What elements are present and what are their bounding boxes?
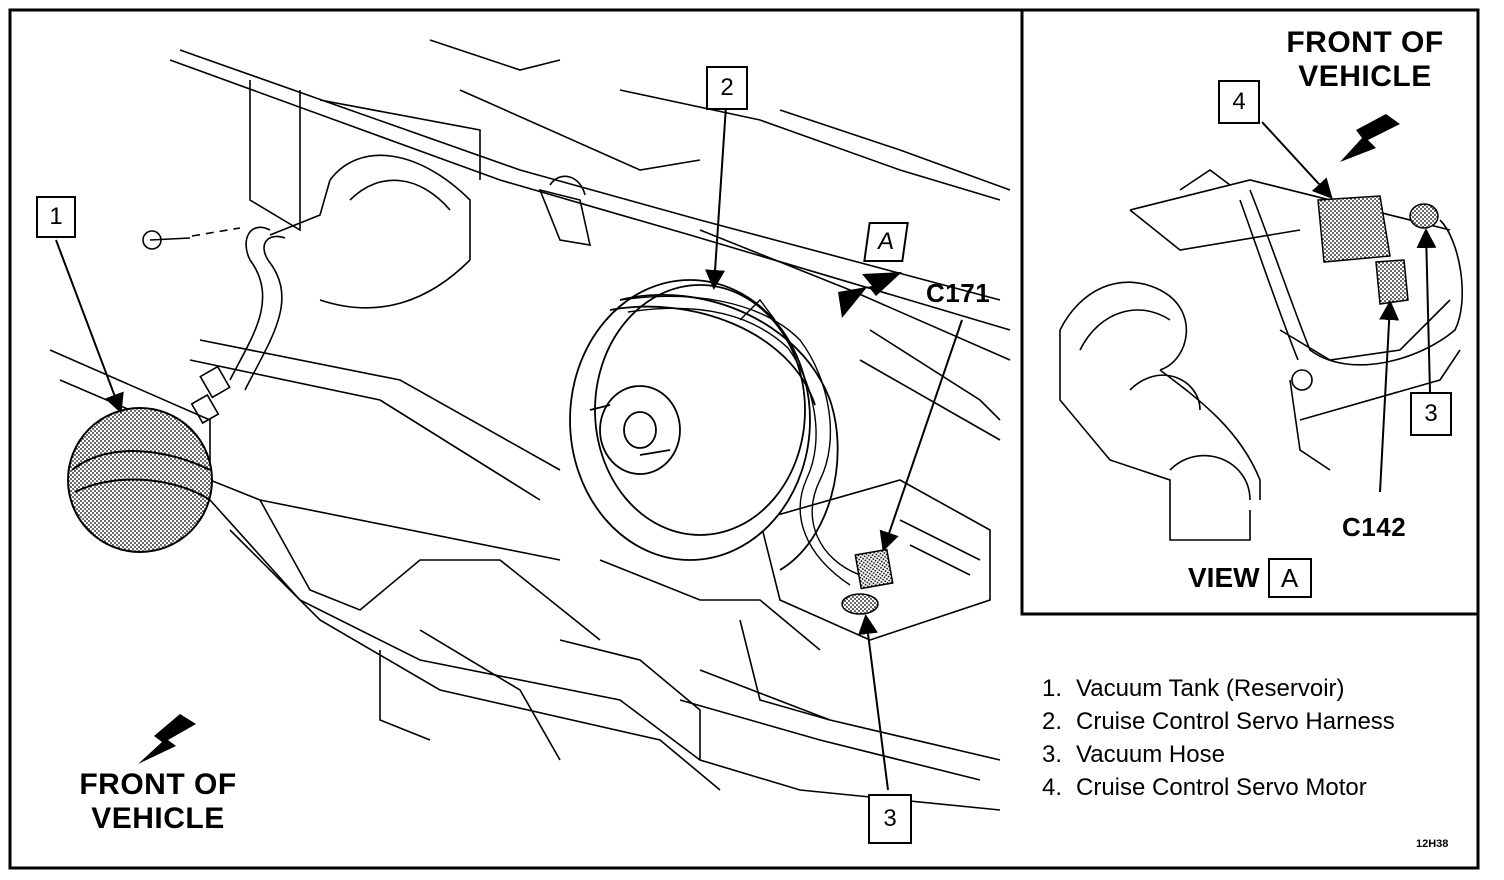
legend-text: Cruise Control Servo Harness: [1076, 708, 1395, 735]
front-main-line2: VEHICLE: [91, 802, 225, 835]
main-line-art: [49, 39, 1011, 811]
legend-num: 2.: [1042, 708, 1063, 735]
legend-item: 1. Vacuum Tank (Reservoir): [1042, 672, 1395, 705]
legend-text: Vacuum Tank (Reservoir): [1076, 675, 1345, 702]
legend-item: 3. Vacuum Hose: [1042, 738, 1395, 771]
view-caption-text: VIEW: [1188, 562, 1260, 593]
main-connectors: [841, 548, 894, 615]
view-a-arrow: [838, 272, 902, 318]
leader-3: [858, 614, 889, 791]
legend-num: 1.: [1042, 675, 1063, 702]
callout-inset-4: 4: [1218, 80, 1260, 124]
leader-inset-3: [1416, 228, 1437, 393]
legend-num: 3.: [1042, 741, 1063, 768]
legend-num: 4.: [1042, 774, 1063, 801]
inset-servo: [1317, 195, 1439, 305]
callout-3: 3: [868, 794, 912, 844]
connector-c171-label: C171: [926, 278, 991, 308]
view-caption-box: A: [1267, 558, 1312, 598]
front-main-line1: FRONT OF: [79, 768, 237, 801]
connector-c142-label: C142: [1342, 512, 1407, 542]
front-of-vehicle-inset: FRONT OF VEHICLE: [1280, 26, 1450, 94]
legend-item: 4. Cruise Control Servo Motor: [1042, 771, 1395, 804]
front-arrow-inset: [1340, 114, 1400, 162]
legend-text: Vacuum Hose: [1076, 741, 1225, 768]
legend-item: 2. Cruise Control Servo Harness: [1042, 705, 1395, 738]
parts-legend: 1. Vacuum Tank (Reservoir) 2. Cruise Contr…: [1042, 672, 1395, 804]
front-arrow-main: [138, 714, 196, 764]
leader-4: [1261, 121, 1333, 199]
brake-booster: [569, 279, 839, 571]
front-inset-line2: VEHICLE: [1298, 60, 1432, 93]
inset-frame: [1020, 8, 1480, 616]
callout-inset-3: 3: [1410, 392, 1452, 436]
leader-c142: [1379, 300, 1400, 493]
servo-harness: [619, 295, 861, 586]
callout-2: 2: [706, 66, 748, 110]
inset-line-art: [1059, 169, 1464, 541]
vacuum-tank: [67, 407, 213, 553]
callout-1: 1: [36, 196, 76, 238]
leader-c171: [879, 319, 963, 552]
legend-text: Cruise Control Servo Motor: [1076, 774, 1367, 801]
view-a-caption: VIEW A: [1188, 558, 1312, 598]
front-inset-line1: FRONT OF: [1286, 26, 1444, 59]
leader-2: [705, 105, 727, 290]
figure-id: 12H38: [1416, 838, 1449, 850]
callout-view-a: A: [863, 222, 909, 262]
front-of-vehicle-main: FRONT OF VEHICLE: [74, 768, 242, 836]
leader-1: [55, 239, 124, 414]
